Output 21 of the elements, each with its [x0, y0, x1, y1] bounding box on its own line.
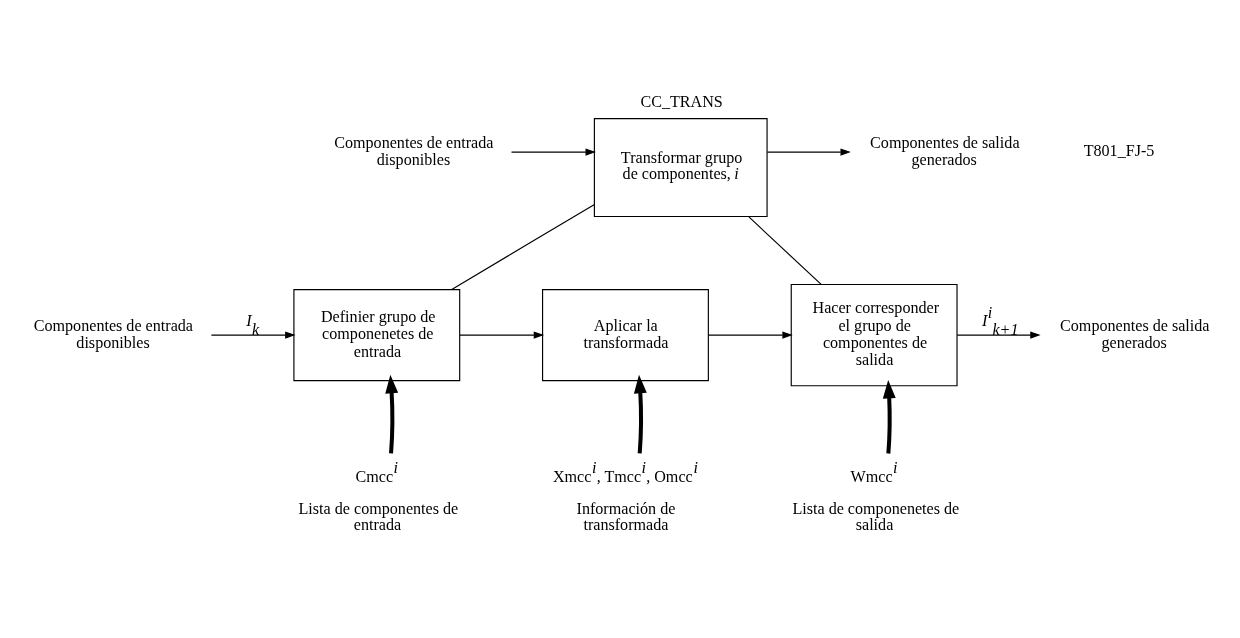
arrow — [633, 374, 647, 454]
label: T801_FJ-5 — [1083, 142, 1155, 160]
arrow — [956, 331, 1041, 339]
arrow — [707, 331, 793, 339]
node-text: Componentes de salida generados — [1060, 316, 1210, 352]
node-text: Componentes de entrada disponibles — [33, 316, 194, 352]
arrow — [882, 380, 896, 454]
node-box: Definier grupo de componenetes de entrada — [293, 289, 461, 382]
node-box: Hacer corresponder el grupo de componentes de salida — [790, 283, 958, 387]
node-box: Aplicar la transformada — [542, 289, 709, 382]
node-text: Componentes de salida generados — [870, 133, 1020, 168]
arrow — [510, 148, 596, 156]
arrow — [210, 331, 296, 339]
arrow — [385, 374, 399, 454]
node-label: CC_TRANS — [640, 93, 723, 111]
arrow — [459, 331, 545, 339]
arrow — [766, 148, 851, 156]
connector — [748, 216, 822, 285]
node-text: Componentes de entrada disponibles — [334, 133, 494, 168]
node-box: Transformar grupo de componentes, i — [593, 118, 768, 218]
connector — [451, 204, 595, 290]
